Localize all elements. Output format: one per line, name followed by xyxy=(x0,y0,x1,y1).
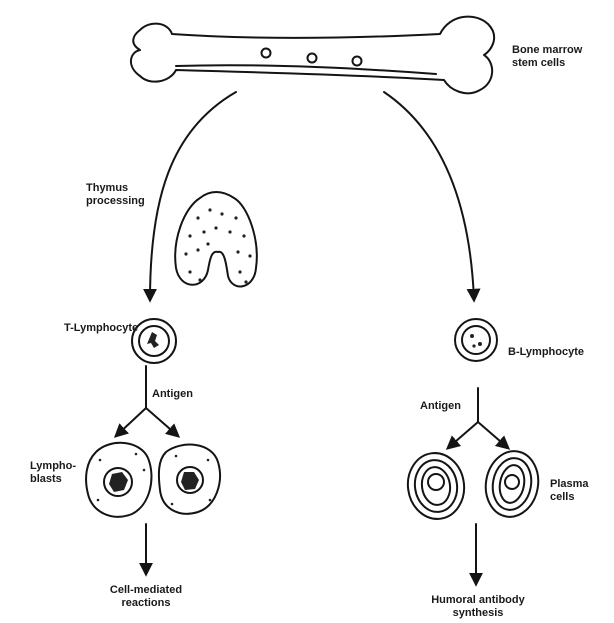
label-plasma-cells: Plasma cells xyxy=(550,478,589,504)
arrow-bone-to-t-lymphocyte xyxy=(150,92,236,300)
label-antigen-right: Antigen xyxy=(420,400,461,413)
label-antigen-left: Antigen xyxy=(152,388,193,401)
b-lymphocyte-cell xyxy=(455,319,497,361)
label-bone-marrow-stem-cells: Bone marrow stem cells xyxy=(512,44,582,70)
arrow-bone-to-b-lymphocyte xyxy=(384,92,474,300)
label-humoral-antibody-synthesis: Humoral antibody synthesis xyxy=(408,594,548,620)
lymphoblast-cells xyxy=(86,443,220,517)
t-lymphocyte-cell xyxy=(132,319,176,363)
branch-arrows-left xyxy=(116,366,178,436)
thymus-illustration xyxy=(175,192,257,286)
bone-illustration xyxy=(131,17,494,94)
label-b-lymphocyte: B-Lymphocyte xyxy=(508,346,584,359)
label-thymus-processing: Thymus processing xyxy=(86,182,145,208)
label-lymphoblasts: Lympho- blasts xyxy=(30,460,76,486)
plasma-cells xyxy=(404,447,544,523)
branch-arrows-right xyxy=(448,388,508,448)
label-t-lymphocyte: T-Lymphocyte xyxy=(64,322,138,335)
label-cell-mediated-reactions: Cell-mediated reactions xyxy=(96,584,196,610)
